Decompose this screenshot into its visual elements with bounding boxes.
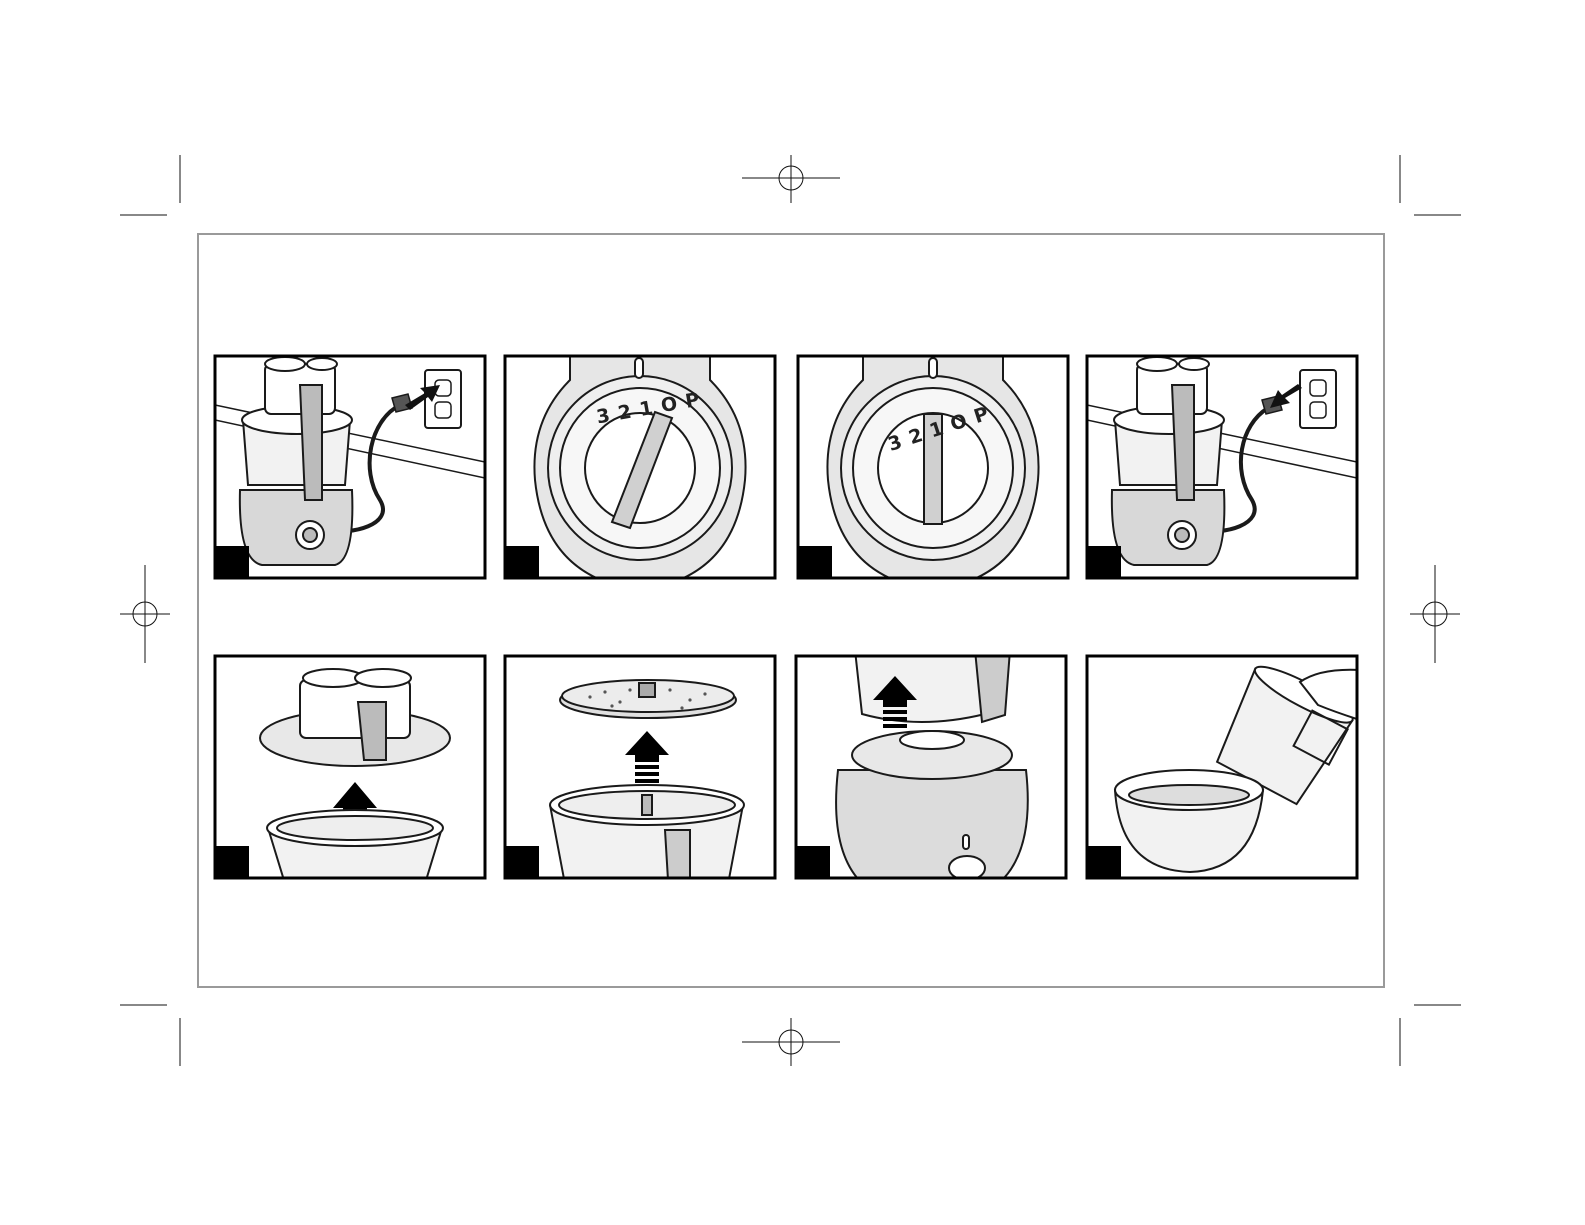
motor-base [836, 731, 1028, 890]
wall-outlet [1300, 370, 1336, 428]
panel-2: 3 2 1 O P [505, 356, 775, 590]
panel-8 [1087, 656, 1360, 878]
panel-6 [505, 656, 775, 900]
registration-mark-left [120, 565, 170, 663]
panel-7 [796, 650, 1066, 890]
step-badge [215, 846, 249, 878]
bowl [550, 785, 744, 900]
panel-4 [1087, 356, 1357, 578]
registration-mark-right [1410, 565, 1460, 663]
crop-marks [120, 155, 1461, 1066]
panel-5 [215, 656, 485, 900]
panel-1 [215, 356, 485, 578]
step-badge [796, 846, 830, 878]
step-badge [1087, 846, 1121, 878]
bowl [855, 650, 1010, 722]
step-badge [505, 546, 539, 578]
step-badge [505, 846, 539, 878]
panel-3: 3 2 1 O P [798, 356, 1068, 590]
bowl [267, 810, 443, 900]
step-badge [1087, 546, 1121, 578]
step-badge [215, 546, 249, 578]
shredding-disc [560, 680, 736, 718]
speed-dial-off-icon [534, 356, 745, 590]
registration-mark-top [742, 155, 840, 203]
step-badge [798, 546, 832, 578]
registration-mark-bottom [742, 1018, 840, 1066]
speed-dial-on-icon [827, 356, 1038, 590]
